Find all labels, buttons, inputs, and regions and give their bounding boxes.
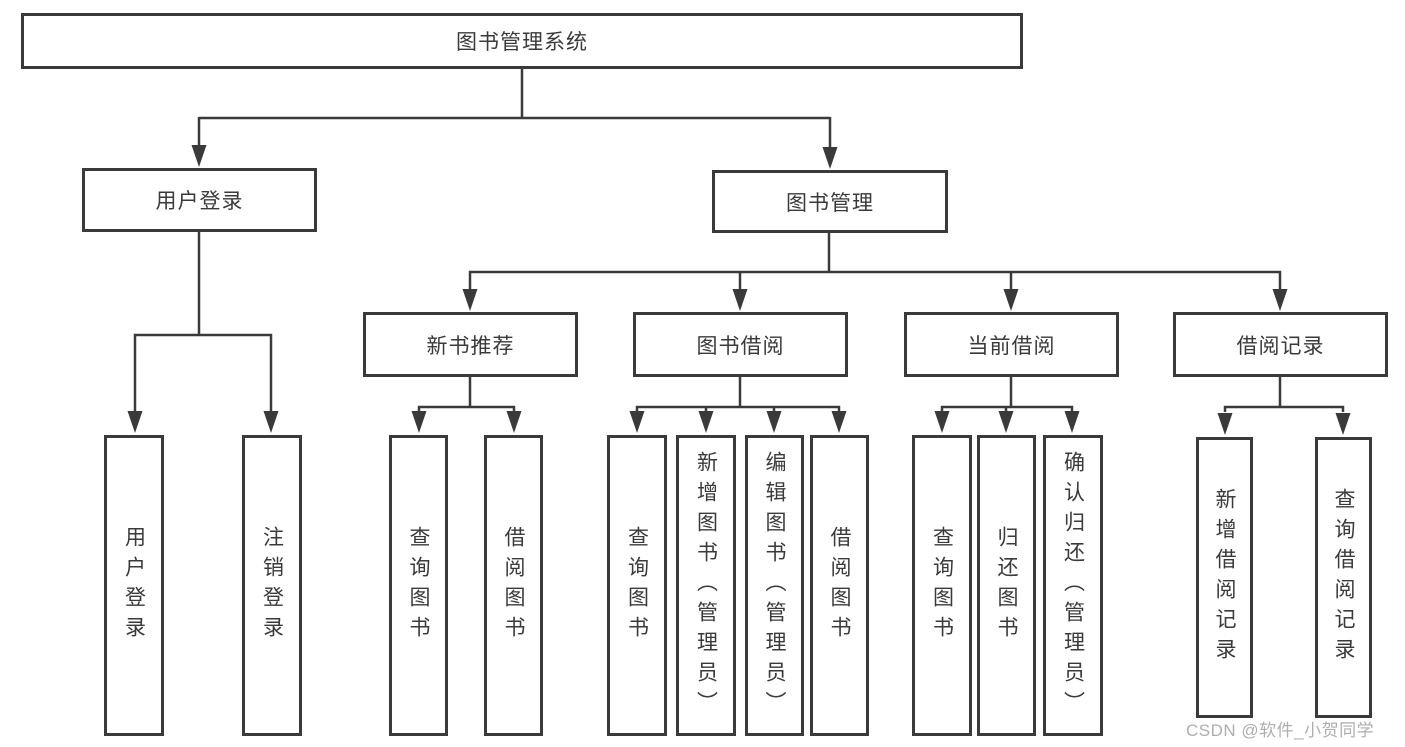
- node-leaf-add-record: 新增借阅记录: [1196, 437, 1253, 718]
- node-root: 图书管理系统: [21, 13, 1023, 69]
- node-leaf-logout-label: 注销登录: [260, 525, 284, 646]
- node-leaf-query-record: 查询借阅记录: [1315, 437, 1372, 718]
- node-leaf-query-book-2-label: 查询图书: [625, 525, 649, 646]
- node-current-borrow: 当前借阅: [904, 312, 1119, 377]
- node-leaf-return-book: 归还图书: [977, 435, 1036, 736]
- node-new-book-rec: 新书推荐: [363, 312, 578, 377]
- node-leaf-borrow-book-1-label: 借阅图书: [502, 525, 525, 646]
- csdn-watermark: CSDN @软件_小贺同学: [1186, 721, 1375, 740]
- node-leaf-query-book-3: 查询图书: [912, 435, 972, 736]
- arrowheads: [127, 145, 1351, 435]
- node-book-borrow: 图书借阅: [633, 312, 848, 377]
- node-leaf-user-login-label: 用户登录: [122, 525, 146, 646]
- node-leaf-borrow-book-2: 借阅图书: [810, 435, 869, 736]
- node-leaf-query-book-1: 查询图书: [389, 435, 448, 736]
- node-user-login: 用户登录: [82, 168, 317, 232]
- node-leaf-return-book-label: 归还图书: [995, 525, 1018, 646]
- node-leaf-confirm-return: 确认归还（管理员）: [1043, 435, 1103, 736]
- node-user-login-label: 用户登录: [155, 190, 244, 213]
- node-leaf-add-book-label: 新增图书（管理员）: [694, 450, 718, 721]
- node-book-mgmt-label: 图书管理: [786, 191, 874, 215]
- node-book-borrow-label: 图书借阅: [696, 334, 785, 358]
- node-leaf-borrow-book-2-label: 借阅图书: [828, 525, 851, 646]
- node-leaf-query-book-3-label: 查询图书: [930, 525, 954, 646]
- node-leaf-query-book-2: 查询图书: [607, 435, 667, 736]
- node-leaf-confirm-return-label: 确认归还（管理员）: [1061, 450, 1085, 721]
- node-current-borrow-label: 当前借阅: [967, 334, 1056, 358]
- node-borrow-records: 借阅记录: [1173, 312, 1388, 377]
- node-borrow-records-label: 借阅记录: [1236, 334, 1325, 358]
- node-leaf-query-record-label: 查询借阅记录: [1332, 487, 1355, 668]
- node-leaf-add-record-label: 新增借阅记录: [1213, 487, 1236, 668]
- node-root-label: 图书管理系统: [456, 31, 588, 54]
- node-leaf-borrow-book-1: 借阅图书: [484, 435, 543, 736]
- node-leaf-query-book-1-label: 查询图书: [407, 525, 430, 646]
- node-leaf-user-login: 用户登录: [104, 435, 164, 736]
- node-leaf-add-book: 新增图书（管理员）: [676, 435, 736, 736]
- node-leaf-logout: 注销登录: [242, 435, 302, 736]
- node-leaf-edit-book: 编辑图书（管理员）: [745, 435, 804, 736]
- node-leaf-edit-book-label: 编辑图书（管理员）: [763, 450, 786, 721]
- node-new-book-rec-label: 新书推荐: [426, 334, 515, 358]
- node-book-mgmt: 图书管理: [712, 170, 948, 233]
